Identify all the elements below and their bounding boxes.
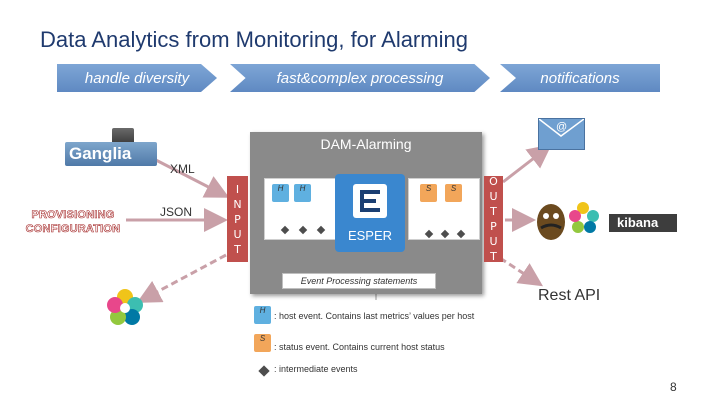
host-event-tag: H xyxy=(272,184,289,202)
legend-status-tag: S xyxy=(254,334,271,352)
legend-intermediate-text: : intermediate events xyxy=(274,364,358,374)
input-bar: I N P U T xyxy=(227,176,248,262)
input-letter: U xyxy=(233,227,242,241)
host-event-tag: H xyxy=(294,184,311,202)
mail-envelope-icon: @ xyxy=(538,118,585,150)
page-title: Data Analytics from Monitoring, for Alar… xyxy=(40,27,468,52)
event-processing-statements: Event Processing statements xyxy=(282,273,436,289)
output-letter: T xyxy=(490,250,497,263)
logstash-elastic-logos-icon xyxy=(537,202,599,240)
input-letter: I xyxy=(235,182,240,196)
output-bar: O U T P U T xyxy=(484,175,503,263)
mail-at-symbol: @ xyxy=(556,121,568,133)
ganglia-logo: Ganglia xyxy=(65,142,157,166)
esper-logo-icon xyxy=(353,184,387,218)
output-letter: O xyxy=(489,175,498,188)
arrow-ganglia-to-input xyxy=(149,155,230,198)
provisioning-configuration-label: PROVISIONING CONFIGURATION xyxy=(25,209,121,236)
arrow-input-to-elastic xyxy=(136,253,227,303)
xml-label: XML xyxy=(170,162,195,176)
page-number: 8 xyxy=(670,380,677,394)
status-event-tag: S xyxy=(420,184,437,202)
output-letter: P xyxy=(490,220,497,233)
arrow-output-to-mail xyxy=(502,144,552,184)
output-letter: U xyxy=(489,190,498,203)
input-letter: P xyxy=(234,212,241,226)
legend-host-text: : host event. Contains last metrics’ val… xyxy=(274,311,475,321)
banner-notifications: notifications xyxy=(500,64,660,92)
input-letter: T xyxy=(234,242,241,256)
banner-handle-diversity: handle diversity xyxy=(57,64,217,92)
dam-alarming-title: DAM-Alarming xyxy=(320,136,412,152)
elasticsearch-logo-icon xyxy=(107,289,143,325)
status-event-tag: S xyxy=(445,184,462,202)
output-letter: U xyxy=(489,235,498,248)
legend-host-tag: H xyxy=(254,306,271,324)
arrow-output-to-rest xyxy=(499,256,544,287)
kibana-logo: kibana xyxy=(609,214,677,232)
output-letter: T xyxy=(490,205,497,218)
esper-label: ESPER xyxy=(347,228,393,243)
esper-engine: ESPER xyxy=(335,174,405,252)
input-letter: N xyxy=(233,197,242,211)
json-label: JSON xyxy=(160,205,193,219)
rest-api-label: Rest API xyxy=(538,287,601,304)
legend-status-text: : status event. Contains current host st… xyxy=(274,342,445,352)
banner-fast-complex-processing: fast&complex processing xyxy=(230,64,490,92)
